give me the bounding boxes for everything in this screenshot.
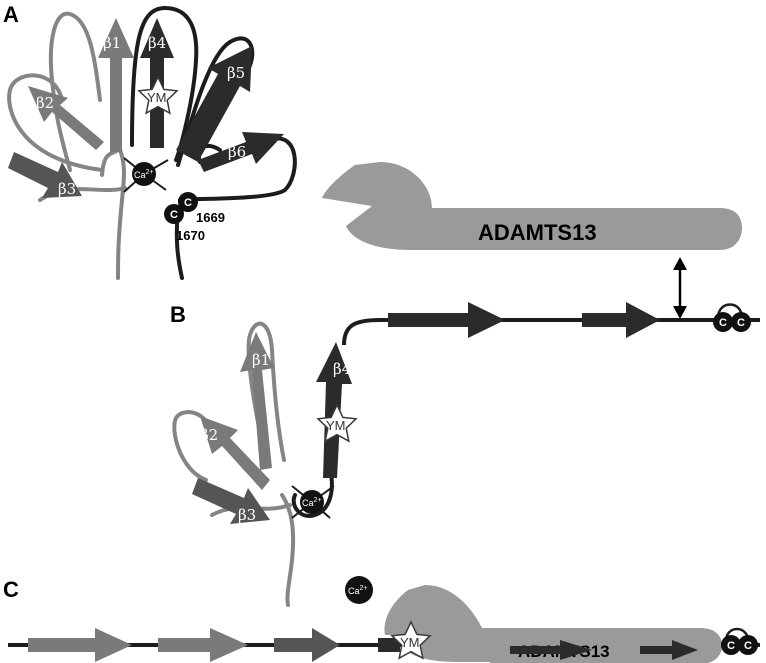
strand-b2-label-b: β2: [200, 426, 218, 444]
strand-b3-a: β3: [8, 152, 82, 198]
panel-a-label: A: [3, 2, 19, 27]
calcium-ion-c: Ca2+: [345, 576, 373, 604]
cys-label-c2: C: [744, 640, 752, 652]
extended-chain-b: [342, 318, 760, 346]
strand-b5-a: β5: [176, 46, 252, 162]
adamts13-label-upper: ADAMTS13: [478, 220, 597, 245]
strand-b6-a: β6: [198, 132, 284, 172]
ym-label-b: YM: [326, 418, 346, 433]
strand-b5-label: β5: [227, 64, 245, 82]
panel-c-label: C: [3, 577, 19, 602]
cys-label-b2: C: [737, 317, 745, 329]
disulfide-b: C C: [713, 303, 751, 332]
cys-label-c1: C: [727, 640, 735, 652]
cys-label-b1: C: [719, 317, 727, 329]
calcium-label-c: Ca2+: [348, 585, 368, 596]
strand-b2-label: β2: [36, 94, 54, 112]
strand-c-4: [378, 638, 400, 652]
strand-c-3: [274, 628, 340, 662]
panel-b: B β1 β2 β3 β4: [170, 302, 760, 607]
adamts13-enzyme-upper: ADAMTS13: [322, 162, 742, 250]
strand-b1-a: β1: [98, 18, 134, 152]
residue-1669-label: 1669: [196, 210, 225, 225]
strand-c-2: [158, 628, 248, 662]
ym-star-a: YM: [138, 76, 178, 114]
strand-b3-label-b: β3: [238, 506, 256, 524]
strand-c-6: [640, 640, 698, 660]
panel-a: A β1 β2 β3: [3, 2, 297, 280]
panel-b-label: B: [170, 302, 186, 327]
ym-star-b: YM: [317, 404, 357, 442]
cys-1669-label: C: [184, 197, 192, 209]
ym-label-c: YM: [400, 635, 420, 650]
strand-c-5: [510, 640, 592, 660]
calcium-ion-a: Ca2+: [123, 157, 169, 193]
strand-b2-a: β2: [28, 86, 104, 150]
strand-b6-label: β6: [228, 143, 246, 161]
ym-label-a: YM: [147, 90, 167, 105]
strand-b1-label-b: β1: [252, 351, 270, 369]
extended-strand-b6: [582, 302, 660, 338]
strand-b2-b: β2: [200, 416, 270, 490]
strand-c-1: [28, 628, 132, 662]
strand-b4-label: β4: [148, 34, 166, 52]
strand-b1-b: β1: [240, 332, 274, 470]
extended-strand-b5: [388, 302, 505, 338]
strand-b3-b: β3: [192, 478, 270, 524]
strand-b4-label-b: β4: [333, 360, 351, 378]
residue-1670-label: 1670: [176, 228, 205, 243]
panel-b-loops-light: [172, 321, 296, 607]
cys-1670-label: C: [170, 209, 178, 221]
disulfide-a: C C 1669 1670: [164, 192, 225, 243]
calcium-ion-b: Ca2+: [291, 485, 335, 519]
strand-b3-label: β3: [58, 180, 76, 198]
calcium-label-b: Ca2+: [302, 497, 322, 508]
binding-arrow: [673, 257, 687, 319]
panel-c: C ADAMTS13 YM Ca2+ C C: [3, 576, 760, 663]
disulfide-c: C C: [721, 627, 758, 655]
ym-star-c: YM: [391, 621, 431, 659]
calcium-label-a: Ca2+: [134, 169, 154, 180]
strand-b1-label: β1: [103, 34, 121, 52]
